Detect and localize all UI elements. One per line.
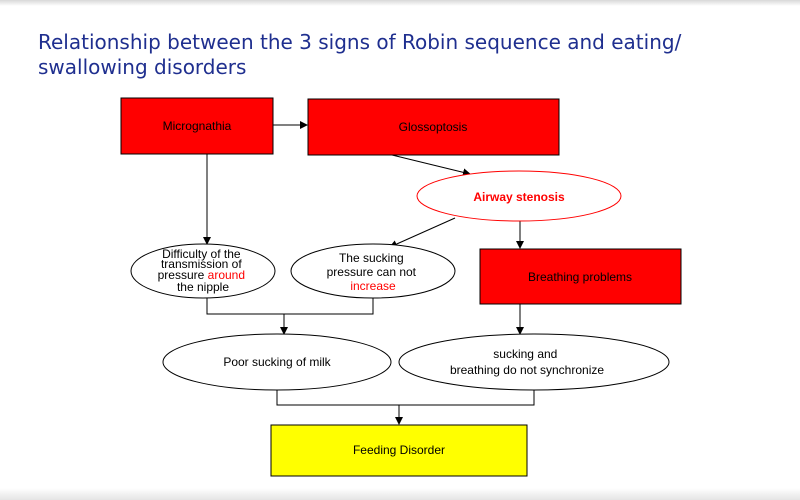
feeding-disorder-box — [270, 424, 528, 477]
micrognathia-label: Micrognathia — [163, 119, 232, 133]
node-breathing-problems: Breathing problems — [479, 248, 682, 305]
difficulty-line-3-a: pressure — [158, 268, 208, 282]
micrognathia-box — [120, 97, 274, 155]
node-poor-sucking: Poor sucking of milk — [162, 333, 392, 391]
breathing-problems-box — [479, 248, 682, 305]
poor-sucking-label: Poor sucking of milk — [223, 355, 331, 369]
connectors — [203, 121, 535, 425]
difficulty-line-3: pressure around — [158, 268, 245, 282]
node-not-synchronize: sucking and breathing do not synchronize — [398, 333, 670, 391]
not-synchronize-text: sucking and breathing do not synchronize — [450, 347, 604, 377]
glossoptosis-box — [307, 98, 560, 156]
node-glossoptosis: Glossoptosis — [307, 98, 560, 156]
slide-title: Relationship between the 3 signs of Robi… — [38, 30, 758, 80]
top-shade-bar — [0, 0, 800, 6]
connector-merge-to-feeding-disorder — [276, 390, 535, 406]
difficulty-line-2: transmission of — [161, 257, 242, 271]
sucking-pressure-text: The sucking pressure can not increase — [327, 251, 420, 293]
breathing-problems-label: Breathing problems — [528, 270, 632, 284]
sucking-pressure-line-2: pressure can not — [327, 265, 417, 279]
difficulty-text: Difficulty of the transmission of pressu… — [158, 247, 249, 294]
sucking-pressure-ellipse — [290, 243, 456, 299]
feeding-disorder-label: Feeding Disorder — [353, 443, 445, 457]
node-sucking-pressure: The sucking pressure can not increase — [290, 243, 456, 299]
difficulty-line-4: the nipple — [177, 280, 229, 294]
sucking-pressure-line-3: increase — [350, 279, 396, 293]
not-synchronize-ellipse — [398, 333, 670, 391]
difficulty-ellipse — [130, 243, 276, 299]
airway-stenosis-ellipse — [416, 170, 622, 222]
difficulty-line-1: Difficulty of the — [162, 247, 241, 261]
poor-sucking-ellipse — [162, 333, 392, 391]
arrow-airway-stenosis-to-sucking-pressure — [389, 217, 456, 248]
node-difficulty-transmission: Difficulty of the transmission of pressu… — [130, 243, 276, 299]
arrow-glossoptosis-to-airway-stenosis — [391, 154, 471, 177]
title-line-1: Relationship between the 3 signs of Robi… — [38, 30, 682, 54]
airway-stenosis-label: Airway stenosis — [473, 190, 565, 204]
node-airway-stenosis: Airway stenosis — [416, 170, 622, 222]
difficulty-line-3-b: around — [208, 268, 245, 282]
connector-merge-to-poor-sucking — [206, 297, 374, 315]
not-synchronize-line-1: sucking and — [493, 347, 557, 361]
sucking-pressure-line-1: The sucking — [339, 251, 404, 265]
glossoptosis-label: Glossoptosis — [399, 120, 468, 134]
node-micrognathia: Micrognathia — [120, 97, 274, 155]
title-line-2: swallowing disorders — [38, 55, 247, 79]
bottom-shade-bar — [0, 488, 800, 500]
not-synchronize-line-2: breathing do not synchronize — [450, 363, 604, 377]
node-feeding-disorder: Feeding Disorder — [270, 424, 528, 477]
